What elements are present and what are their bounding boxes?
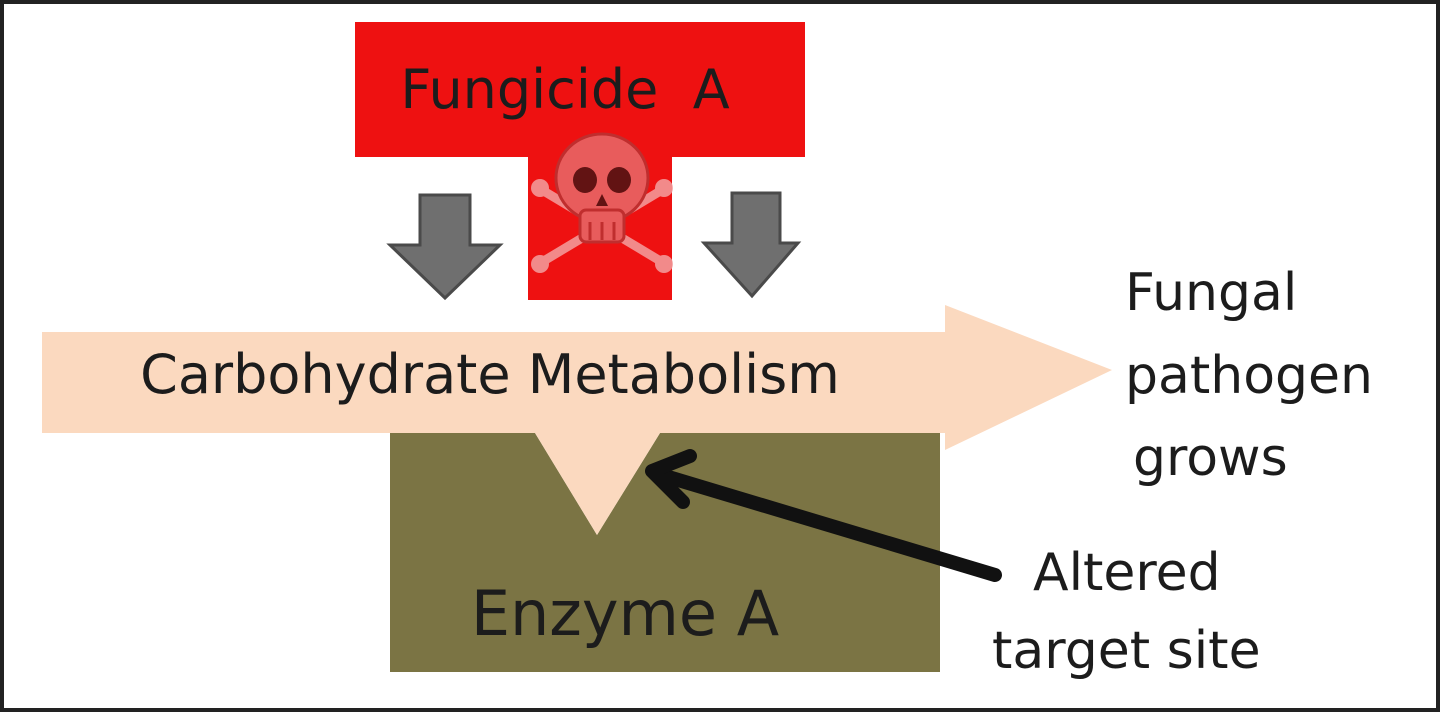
enzyme-block [390, 433, 940, 672]
down-arrow-right [700, 191, 802, 299]
enzyme-label: Enzyme A [471, 577, 779, 650]
metabolism-pathway-arrow [42, 305, 1112, 535]
skull-crossbones-icon [531, 132, 673, 273]
down-arrow-left [386, 193, 504, 301]
outcome-line-3: grows [1133, 428, 1288, 488]
metabolism-label: Carbohydrate Metabolism [140, 343, 840, 406]
annotation-line-1: Altered [1033, 543, 1221, 603]
fungicide-label: Fungicide A [400, 58, 729, 121]
target-site-pointer-arrow [645, 449, 1002, 582]
outcome-line-1: Fungal [1125, 263, 1297, 323]
annotation-line-2: target site [992, 621, 1261, 681]
outcome-line-2: pathogen [1125, 346, 1373, 406]
